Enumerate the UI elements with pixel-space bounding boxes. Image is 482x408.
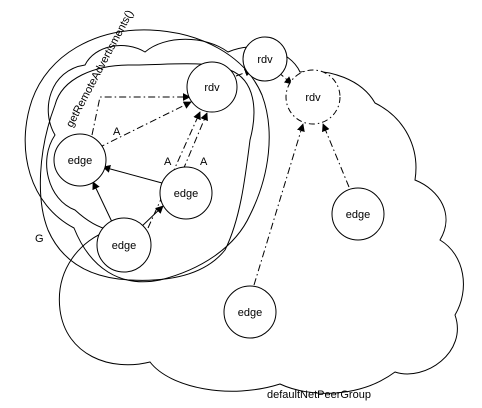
rdv-top-node — [242, 36, 288, 82]
edge-left-node — [53, 133, 107, 187]
edge-bottom-node — [96, 217, 152, 273]
arrow-edge-mid-to-rdv-a — [182, 112, 208, 171]
arrow-edge-left-to-rdv — [97, 101, 192, 149]
arrow-label-a2: A — [164, 156, 172, 168]
rdv-top-label: rdv — [257, 54, 273, 66]
edge-left-label: edge — [68, 155, 92, 167]
arrow-rdv-inner-to-rdv-top — [235, 68, 253, 77]
edge-right-node — [331, 187, 385, 241]
edge-lower-label: edge — [238, 307, 262, 319]
arrow-edge-mid-to-edge-left — [102, 165, 163, 184]
edge-mid-node — [159, 166, 213, 220]
rdv-right-label: rdv — [305, 92, 321, 104]
rdv-inner-node — [186, 61, 238, 113]
default-net-peer-group-label: defaultNetPeerGroup — [267, 389, 371, 401]
edge-bottom-label: edge — [112, 240, 136, 252]
arrow-label-a3: A — [200, 156, 208, 168]
arrow-edge-bottom-to-edge-left — [92, 181, 113, 223]
method-label: getRemoteAdvertisments() — [64, 8, 136, 129]
inner-group-outline — [39, 63, 255, 281]
group-g-label: G — [35, 233, 44, 245]
default-net-peer-group-outline — [46, 38, 464, 394]
edge-mid-label: edge — [174, 188, 198, 200]
edge-lower-node — [223, 285, 277, 339]
arrow-edge-bottom-to-edge-mid — [139, 205, 164, 229]
arrow-edge-right-to-rdv-right — [322, 123, 350, 188]
rdv-right-node — [285, 69, 341, 125]
arrow-edge-lower-to-rdv-right — [253, 123, 305, 286]
edge-right-label: edge — [346, 209, 370, 221]
arrow-edge-left-to-rdv-top — [91, 93, 191, 136]
rdv-inner-label: rdv — [204, 82, 220, 94]
arrow-label-a1: A — [113, 126, 121, 138]
